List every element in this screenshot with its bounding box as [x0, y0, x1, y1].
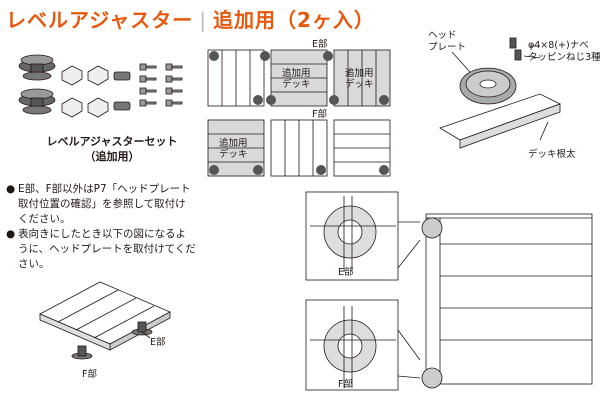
panel-text-b: 追加用デッキ — [345, 68, 374, 90]
adjuster-parts-illustration — [18, 54, 183, 118]
note-2: ●表向きにしたとき以下の図になるように、ヘッドプレートを取付けてください。 — [6, 228, 196, 270]
e-label-top: E部 — [312, 39, 328, 50]
note-1: ●E部、F部以外はP7「ヘッドプレート取付位置の確認」を参照して取付けください。 — [6, 183, 191, 225]
head-plate-label: ヘッドプレート — [428, 30, 467, 53]
set-label: レベルアジャスターセット（追加用） — [46, 135, 178, 163]
detail-e-label: E部 — [338, 267, 354, 278]
panel-text-c: 追加用デッキ — [219, 138, 248, 160]
detail-f-label: F部 — [338, 379, 353, 390]
isometric-deck-illustration — [39, 281, 171, 360]
panel-text-a: 追加用デッキ — [282, 68, 311, 90]
head-plate-illustration — [439, 37, 562, 149]
iso-e-label: E部 — [150, 337, 166, 348]
page-title: レベルアジャスター|追加用（2ヶ入） — [6, 8, 375, 32]
f-label-mid: F部 — [312, 109, 327, 120]
iso-f-label: F部 — [82, 369, 97, 380]
detail-drawings — [305, 191, 593, 391]
deck-panel-grid — [207, 49, 391, 177]
screw-label: φ4×8(+)ナベタッピンねじ3種 — [528, 40, 600, 63]
deck-joist-label: デッキ根太 — [528, 149, 576, 160]
install-notes: ●E部、F部以外はP7「ヘッドプレート取付位置の確認」を参照して取付けください。… — [6, 182, 196, 272]
